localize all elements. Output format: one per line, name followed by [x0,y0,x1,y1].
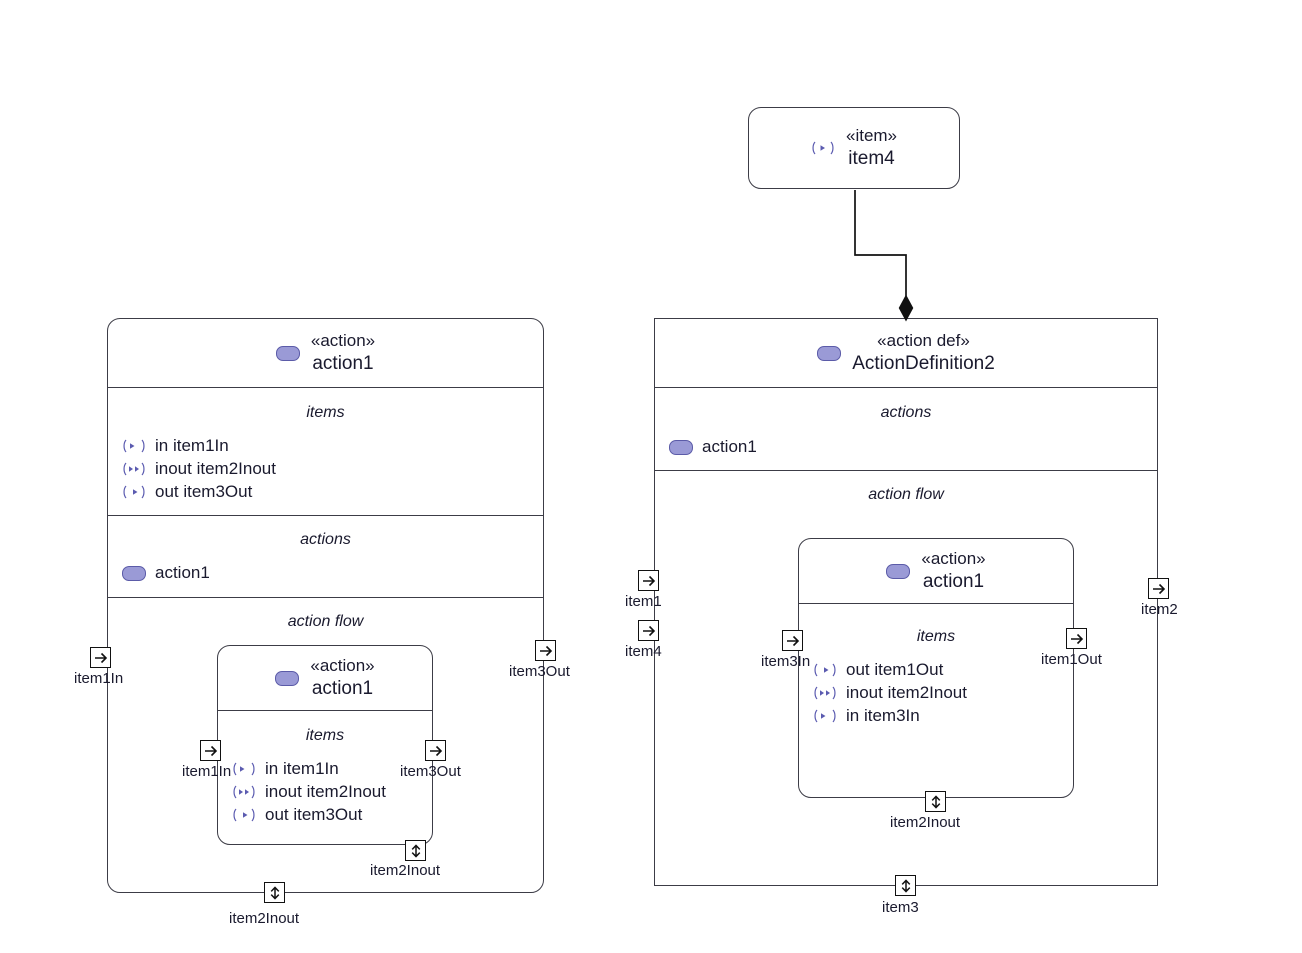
left-inner-item-label-3: out item3Out [265,805,363,824]
port-label-item1Out-right-inner: item1Out [1041,651,1102,668]
right-inner-item-row-2: inout item2Inout [813,683,967,703]
port-item2-right-outer[interactable] [1148,578,1169,599]
item-in-icon [811,141,835,155]
direction-in-icon [232,762,256,776]
right-flow-caption: action flow [868,486,944,503]
left-item-label-1: in item1In [155,436,229,455]
left-item-label-3: out item3Out [155,482,253,501]
left-flow-caption: action flow [287,613,364,630]
left-actions-row-1: action1 [122,563,210,583]
left-action-stereotype: «action» [310,331,376,351]
divider [799,603,1073,604]
left-inner-item-row-3: out item3Out [232,805,362,825]
port-item1In-left-outer[interactable] [90,647,111,668]
left-actions-label-1: action1 [155,563,210,582]
action-badge-icon [886,563,911,579]
port-label-item3In-right-inner: item3In [761,653,811,670]
right-inner-item-label-3: in item3In [846,706,920,725]
divider [108,387,543,388]
right-inner-item-row-1: out item1Out [813,660,943,680]
action-badge-icon [275,670,300,686]
left-inner-action-node[interactable]: «action» action1 items in item1In inout … [217,645,433,845]
left-inner-name: action1 [311,677,374,699]
port-item1Out-right-inner[interactable] [1066,628,1087,649]
item4-header: «item» item4 [749,108,959,188]
item4-node[interactable]: «item» item4 [748,107,960,189]
port-item1In-left-inner[interactable] [200,740,221,761]
action-badge-icon [817,345,842,361]
left-inner-items-caption: items [305,727,345,744]
left-inner-item-row-2: inout item2Inout [232,782,386,802]
left-inner-item-label-2: inout item2Inout [265,782,386,801]
item4-name: item4 [848,147,895,169]
divider [108,597,543,598]
port-label-item1In-left-outer: item1In [74,670,124,687]
left-inner-item-label-1: in item1In [265,759,339,778]
right-actiondef-name: ActionDefinition2 [852,352,995,374]
left-item-row-2: inout item2Inout [122,459,276,479]
left-action-name: action1 [312,352,374,374]
direction-out-icon [122,485,146,499]
port-item3In-right-inner[interactable] [782,630,803,651]
divider [218,710,432,711]
right-actiondef-stereotype: «action def» [877,331,970,351]
left-item-row-1: in item1In [122,436,229,456]
port-item4-right-outer[interactable] [638,620,659,641]
left-action-header: «action» action1 [108,319,543,387]
direction-in-icon [813,709,837,723]
port-item2Inout-left-outer[interactable] [264,882,285,903]
right-inner-items-caption: items [916,628,956,645]
left-item-row-3: out item3Out [122,482,252,502]
left-inner-item-row-1: in item1In [232,759,339,779]
left-inner-action-header: «action» action1 [218,646,432,710]
direction-out-icon [232,808,256,822]
port-item2Inout-right-inner[interactable] [925,791,946,812]
port-label-item4-right-outer: item4 [625,643,662,660]
port-item3Out-left-inner[interactable] [425,740,446,761]
port-label-item1In-left-inner: item1In [182,763,232,780]
item4-stereotype: «item» [845,126,898,146]
left-actions-caption: actions [300,531,351,548]
divider [655,387,1157,388]
port-label-item2Inout-right-inner: item2Inout [890,814,961,831]
right-inner-name: action1 [922,570,985,592]
direction-inout-icon [232,785,256,799]
right-actions-label-1: action1 [702,437,757,456]
right-actions-row-1: action1 [669,437,757,457]
port-item1-right-outer[interactable] [638,570,659,591]
port-item3Out-left-outer[interactable] [535,640,556,661]
right-inner-item-label-2: inout item2Inout [846,683,967,702]
port-label-item3Out-left-inner: item3Out [400,763,461,780]
port-label-item1-right-outer: item1 [625,593,662,610]
action-badge-icon [122,565,146,581]
right-inner-stereotype: «action» [921,549,986,569]
direction-in-icon [122,439,146,453]
port-label-item3Out-left-outer: item3Out [509,663,570,680]
port-label-item3-right-outer: item3 [882,899,919,916]
left-item-label-2: inout item2Inout [155,459,276,478]
right-inner-action-header: «action» action1 [799,539,1073,603]
port-label-item2-right-outer: item2 [1141,601,1178,618]
right-inner-action-node[interactable]: «action» action1 items out item1Out inou… [798,538,1074,798]
right-actions-caption: actions [880,404,932,421]
divider [108,515,543,516]
left-items-caption: items [306,404,345,421]
direction-out-icon [813,663,837,677]
direction-inout-icon [813,686,837,700]
right-inner-item-row-3: in item3In [813,706,920,726]
port-item3-right-outer[interactable] [895,875,916,896]
divider [655,470,1157,471]
action-badge-icon [669,439,693,455]
port-label-item2Inout-left-outer: item2Inout [229,910,300,927]
port-item2Inout-left-inner[interactable] [405,840,426,861]
port-label-item2Inout-left-inner: item2Inout [370,862,441,879]
left-inner-stereotype: «action» [310,656,375,676]
right-inner-item-label-1: out item1Out [846,660,944,679]
right-actiondef-header: «action def» ActionDefinition2 [655,319,1157,387]
direction-inout-icon [122,462,146,476]
action-badge-icon [275,345,300,361]
